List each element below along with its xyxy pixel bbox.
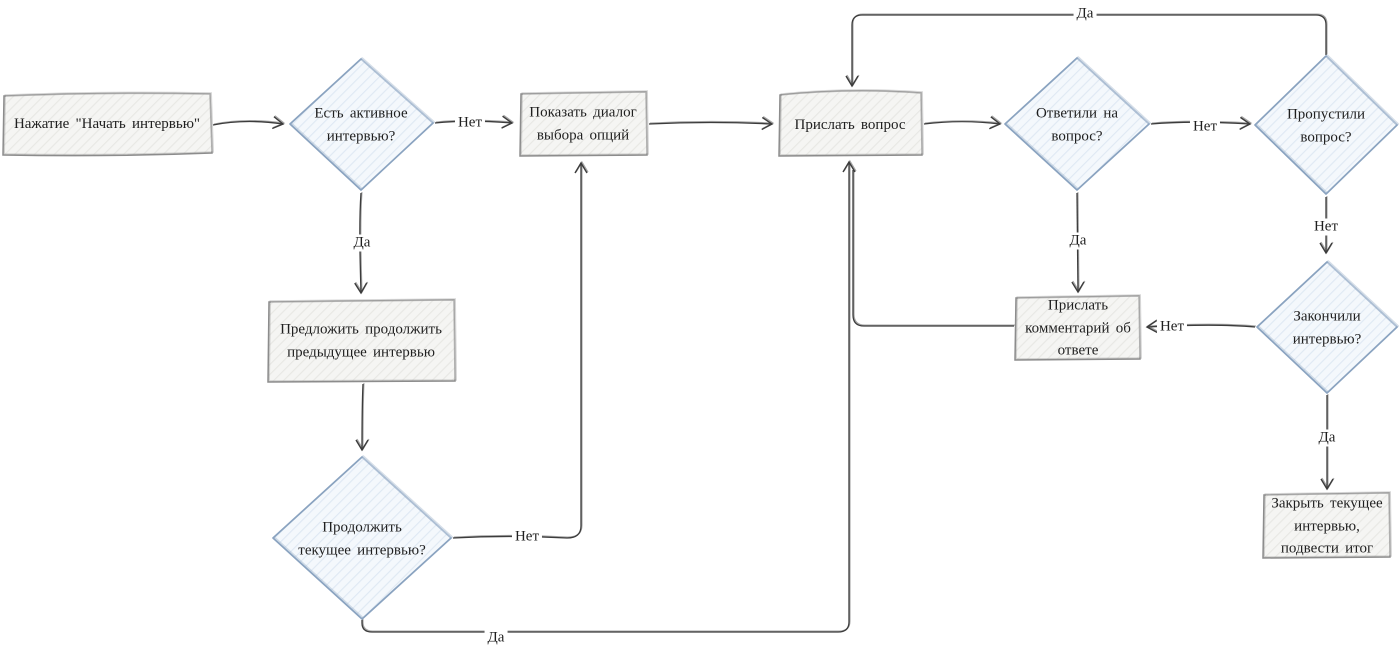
edge-continue-current-no bbox=[452, 161, 588, 539]
edge-send-comment-to-send-question bbox=[852, 170, 1014, 327]
edge-offer-continue-to-continue-current bbox=[355, 383, 369, 452]
edge-continue-current-yes bbox=[361, 160, 856, 633]
edge-show-options-to-send-question bbox=[648, 116, 774, 131]
edge-start-to-has-active bbox=[212, 116, 285, 130]
edge-send-question-to-answered bbox=[923, 116, 1002, 130]
shapes-sketch-overlay bbox=[3, 54, 1400, 619]
